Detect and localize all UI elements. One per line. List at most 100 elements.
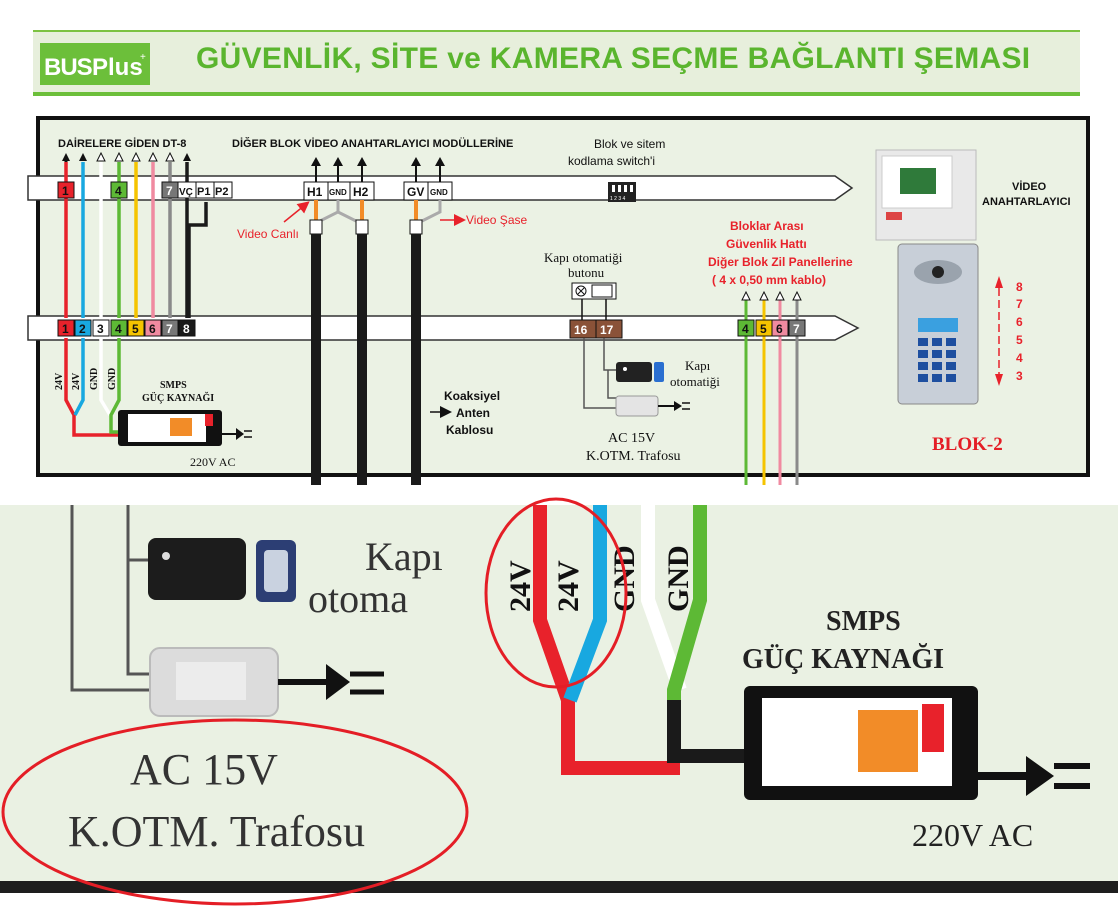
busplus-logo: BUS Plus + xyxy=(40,43,150,85)
wire-label-24v-1: 24V xyxy=(54,372,65,390)
zoom-power-wires xyxy=(533,505,750,775)
security-terminal-5: 5 xyxy=(760,322,767,336)
door-terminal-16: 16 xyxy=(574,323,588,337)
door-panel-device-icon xyxy=(897,243,979,405)
h-terminal-block xyxy=(303,181,453,201)
switch-label-1: Blok ve sitem xyxy=(594,137,665,151)
floor-number-3: 3 xyxy=(1016,369,1023,383)
floor-number-5: 5 xyxy=(1016,333,1023,347)
coax-label-1: Koaksiyel xyxy=(444,389,500,403)
top-terminal-block xyxy=(57,181,233,199)
terminal-gv: GV xyxy=(407,185,424,199)
coax-label-2: Anten xyxy=(456,406,490,420)
top-terminal-7: 7 xyxy=(166,184,173,198)
zoom-wire-label-24v-2: 24V xyxy=(552,560,585,612)
block-label: BLOK-2 xyxy=(932,434,1003,455)
trafo-label-1: AC 15V xyxy=(608,431,655,446)
door-button-label-1: Kapı otomatiği xyxy=(544,250,623,265)
voltage-highlight-circle xyxy=(484,497,628,689)
bottom-terminal-5: 5 xyxy=(132,322,139,336)
video-switcher-label-2: ANAHTARLAYICI xyxy=(982,196,1071,208)
logo-plus-mark: + xyxy=(140,52,146,63)
smps-power-supply-icon xyxy=(118,410,252,446)
zoom-wire-labels: 24V 24V GND GND xyxy=(504,545,695,612)
video-chassis-label: Video Şase xyxy=(466,213,527,227)
terminal-h2: H2 xyxy=(353,185,369,199)
bottom-terminal-4: 4 xyxy=(115,322,122,336)
terminal-gnd-1: GND xyxy=(329,188,347,197)
floor-number-4: 4 xyxy=(1016,351,1023,365)
security-arrow-heads xyxy=(741,290,802,301)
coax-label-3: Kablosu xyxy=(446,423,493,437)
door-transformer-icon xyxy=(615,395,690,417)
power-wires xyxy=(64,338,121,437)
bottom-bus-bar xyxy=(27,315,860,341)
zoom-wire-label-24v-1: 24V xyxy=(504,560,537,612)
zoom-door-lock-icon xyxy=(148,538,296,602)
top-terminal-p1: P1 xyxy=(197,186,210,198)
door-lock-icon xyxy=(616,362,664,382)
coax-cables xyxy=(311,234,421,485)
video-switcher-label-1: VİDEO xyxy=(1012,180,1047,193)
bottom-terminal-block xyxy=(57,319,196,337)
dip-switch-icon xyxy=(608,182,636,202)
switch-label-2: kodlama switch'i xyxy=(568,154,655,168)
security-label-3: Diğer Blok Zil Panellerine xyxy=(708,255,853,269)
bottom-terminal-6: 6 xyxy=(149,322,156,336)
video-live-arrow xyxy=(283,201,310,223)
top-terminal-vc: VÇ xyxy=(179,187,193,198)
security-label-1: Bloklar Arası xyxy=(730,219,804,233)
video-switcher-device-icon xyxy=(875,149,977,241)
security-label-4: ( 4 x 0,50 mm kablo) xyxy=(712,273,826,287)
zoom-smps-power-supply-icon xyxy=(744,686,1090,800)
dip-switch-numbers: 1 2 3 4 xyxy=(610,196,626,202)
bottom-terminal-7: 7 xyxy=(166,322,173,336)
security-terminal-7: 7 xyxy=(793,322,800,336)
wire-label-24v-2: 24V xyxy=(71,372,82,390)
bottom-terminal-labels: 1 2 3 4 5 6 7 8 xyxy=(62,322,190,336)
terminal-gnd-2: GND xyxy=(430,188,448,197)
apartments-label: DAİRELERE GİDEN DT-8 xyxy=(58,137,186,150)
zoom-220v-label: 220V AC xyxy=(912,817,1033,853)
bottom-terminal-2: 2 xyxy=(79,322,86,336)
wire-label-gnd-2: GND xyxy=(107,368,118,390)
security-terminal-block xyxy=(737,319,806,337)
floor-number-8: 8 xyxy=(1016,280,1023,294)
door-lock-label-1: Kapı xyxy=(685,358,711,373)
title-bar xyxy=(33,30,1080,96)
zoom-bottom-border xyxy=(0,881,1118,893)
zoom-trafo-label-2: K.OTM. Trafosu xyxy=(68,807,365,856)
other-block-video-label: DİĞER BLOK VİDEO ANAHTARLAYICI MODÜLLERİ… xyxy=(232,137,513,150)
door-button-label-2: butonu xyxy=(568,265,605,280)
zoom-door-lock-wires xyxy=(70,505,155,692)
smps-label-2: GÜÇ KAYNAĞI xyxy=(142,391,214,404)
door-lock-wires xyxy=(583,338,616,409)
trafo-label-2: K.OTM. Trafosu xyxy=(586,449,681,464)
video-live-label: Video Canlı xyxy=(237,227,299,241)
page-title: GÜVENLİK, SİTE ve KAMERA SEÇME BAĞLANTI … xyxy=(196,42,1031,75)
security-label-2: Güvenlik Hattı xyxy=(726,237,807,251)
door-terminal-block xyxy=(569,319,623,339)
security-terminal-6: 6 xyxy=(776,322,783,336)
floor-number-7: 7 xyxy=(1016,297,1023,311)
top-terminal-4: 4 xyxy=(115,184,122,198)
bottom-terminal-3: 3 xyxy=(97,322,104,336)
top-terminal-p2: P2 xyxy=(215,186,228,198)
zoom-trafo-label-1: AC 15V xyxy=(130,745,278,794)
zoom-door-lock-label-2: otoma xyxy=(308,576,408,621)
logo-plus-text: Plus xyxy=(92,54,143,81)
smps-220v-label: 220V AC xyxy=(190,455,235,469)
smps-label-1: SMPS xyxy=(160,380,187,391)
power-wire-labels: 24V 24V GND GND xyxy=(54,368,118,390)
zoom-smps-label-1: SMPS xyxy=(826,606,901,637)
logo-bus-text: BUS xyxy=(44,54,93,81)
door-terminal-17: 17 xyxy=(600,323,614,337)
door-button-icon xyxy=(571,282,617,320)
security-terminal-4: 4 xyxy=(742,322,749,336)
floor-number-6: 6 xyxy=(1016,315,1023,329)
zoom-wire-label-gnd-2: GND xyxy=(662,545,695,612)
coax-connectors xyxy=(309,200,442,235)
door-lock-label-2: otomatiği xyxy=(670,374,720,389)
bottom-terminal-8: 8 xyxy=(183,322,190,336)
